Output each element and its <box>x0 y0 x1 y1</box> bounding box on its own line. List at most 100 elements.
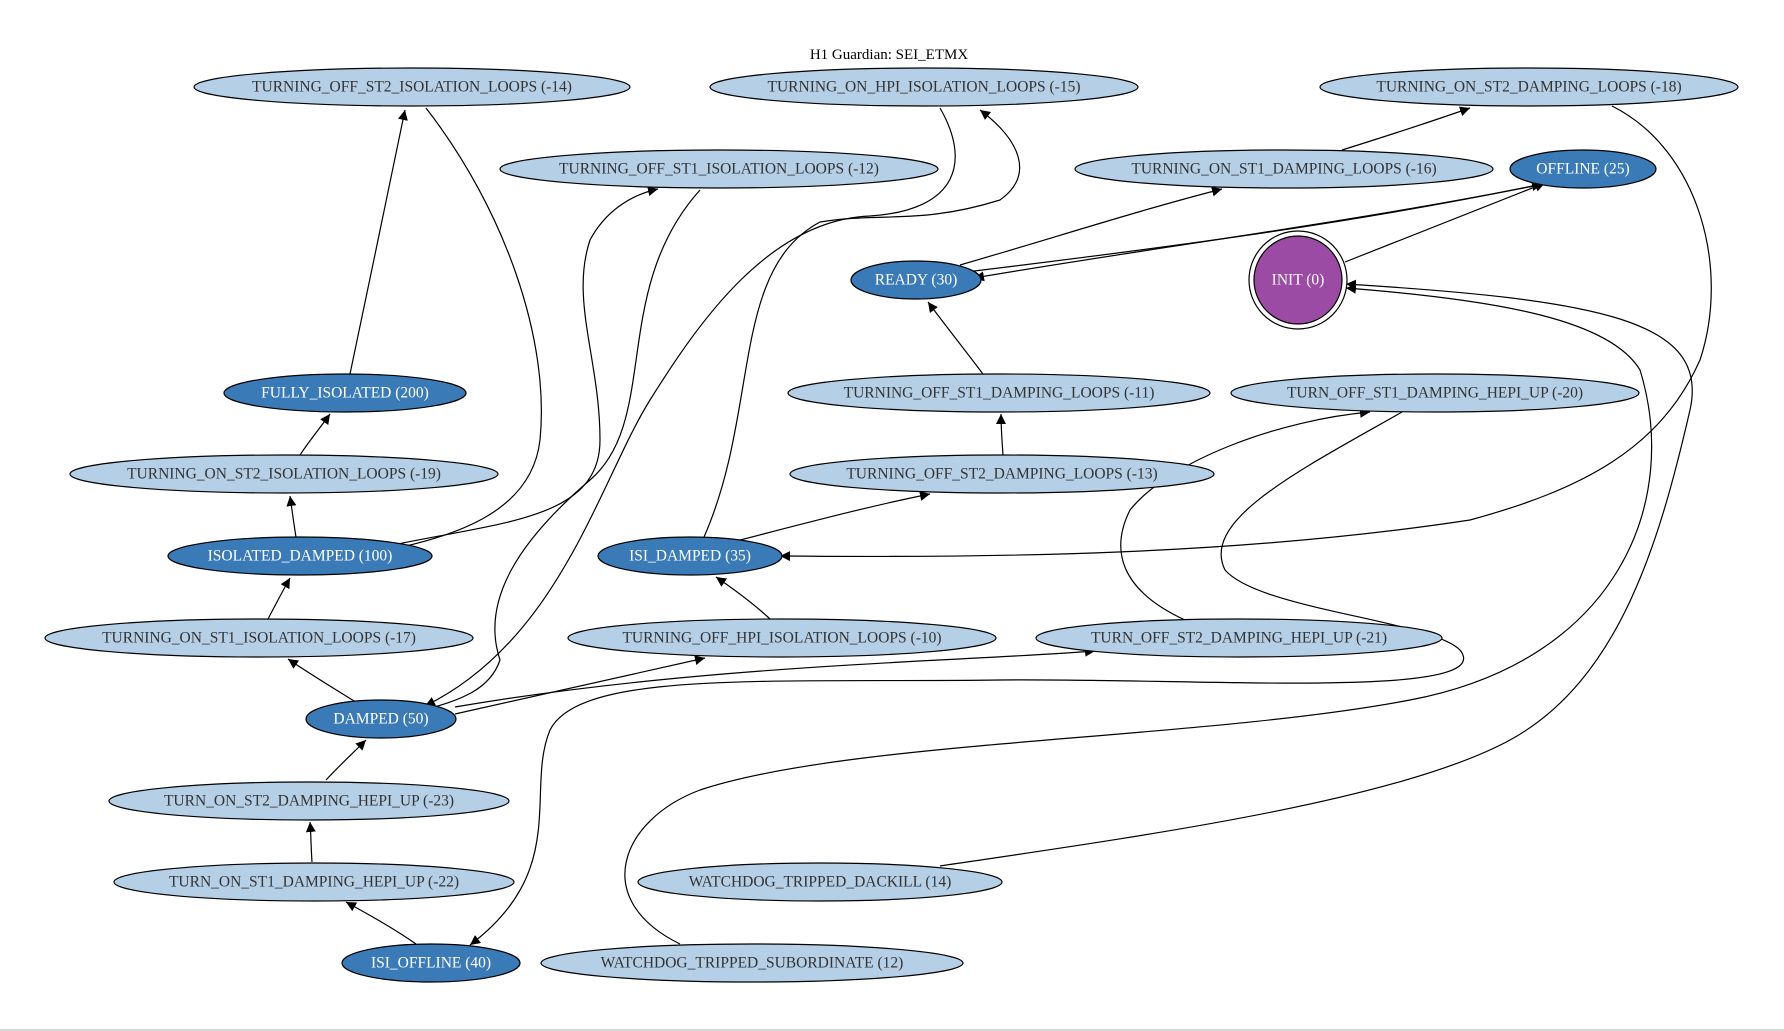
node-label: TURNING_ON_ST1_DAMPING_LOOPS (-16) <box>1131 161 1436 178</box>
node-shape <box>193 67 631 107</box>
node-turn-on-st1-damping-hepi-up[interactable]: TURN_ON_ST1_DAMPING_HEPI_UP (-22) <box>113 862 515 902</box>
node-shape <box>108 781 510 821</box>
node-shape <box>1509 149 1657 189</box>
node-shape <box>1074 149 1494 189</box>
edge-turning-on-st2-damping-loops-to-isi-damped <box>779 105 1712 562</box>
node-shape <box>167 536 433 576</box>
edge-turning-off-st1-isolation-loops-to-damped <box>423 189 701 713</box>
node-shape <box>223 373 467 413</box>
node-label: TURNING_OFF_ST2_ISOLATION_LOOPS (-14) <box>252 79 572 96</box>
node-shape <box>69 454 499 494</box>
edge-isi-offline-to-turn-on-st1-damping-hepi-up <box>345 901 417 945</box>
node-turning-off-st2-damping-loops[interactable]: TURNING_OFF_ST2_DAMPING_LOOPS (-13) <box>789 454 1215 494</box>
node-shape <box>787 373 1211 413</box>
node-shape <box>1230 373 1640 413</box>
edge-turning-off-st1-damping-loops-to-ready <box>927 301 984 375</box>
node-shape <box>305 699 457 739</box>
node-shape <box>1035 618 1443 658</box>
edge-turning-off-st2-isolation-loops-to-isolated-damped <box>387 107 542 553</box>
nodes-layer: TURNING_OFF_ST2_ISOLATION_LOOPS (-14) TUR… <box>44 67 1739 983</box>
edge-damped-to-turning-on-st1-isolation-loops <box>287 658 355 702</box>
node-label: TURNING_OFF_ST2_DAMPING_LOOPS (-13) <box>846 466 1157 483</box>
node-init[interactable]: INIT (0) <box>1248 230 1348 330</box>
edge-offline-to-ready <box>973 185 1535 282</box>
edge-ready-to-turning-on-st1-damping-loops <box>959 186 1223 266</box>
node-label: TURNING_ON_HPI_ISOLATION_LOOPS (-15) <box>768 79 1081 96</box>
node-label: READY (30) <box>875 272 958 289</box>
node-watchdog-tripped-subordinate[interactable]: WATCHDOG_TRIPPED_SUBORDINATE (12) <box>540 943 964 983</box>
node-label: TURN_ON_ST1_DAMPING_HEPI_UP (-22) <box>169 874 459 891</box>
node-turning-off-hpi-isolation-loops[interactable]: TURNING_OFF_HPI_ISOLATION_LOOPS (-10) <box>567 618 997 658</box>
node-isolated-damped[interactable]: ISOLATED_DAMPED (100) <box>167 536 433 576</box>
edge-turn-on-st1-damping-hepi-up-to-turn-on-st2-damping-hepi-up <box>305 821 316 863</box>
node-turning-on-st1-damping-loops[interactable]: TURNING_ON_ST1_DAMPING_LOOPS (-16) <box>1074 149 1494 189</box>
edge-isolated-damped-to-turning-on-st2-isolation-loops <box>286 495 297 538</box>
edge-fully-isolated-to-turning-off-st2-isolation-loops <box>349 109 408 375</box>
node-shape <box>597 536 783 576</box>
node-turning-on-st2-damping-loops[interactable]: TURNING_ON_ST2_DAMPING_LOOPS (-18) <box>1319 67 1739 107</box>
node-label: TURNING_ON_ST1_ISOLATION_LOOPS (-17) <box>102 630 416 647</box>
edge-turning-on-st1-isolation-loops-to-isolated-damped <box>267 577 291 620</box>
node-shape <box>1253 235 1343 325</box>
edge-turning-on-st1-damping-loops-to-turning-on-st2-damping-loops <box>1341 106 1471 151</box>
node-damped[interactable]: DAMPED (50) <box>305 699 457 739</box>
node-turning-on-st1-isolation-loops[interactable]: TURNING_ON_ST1_ISOLATION_LOOPS (-17) <box>44 618 474 658</box>
node-watchdog-tripped-dackill[interactable]: WATCHDOG_TRIPPED_DACKILL (14) <box>637 862 1003 902</box>
edge-turning-on-st2-isolation-loops-to-fully-isolated <box>299 413 331 456</box>
edge-watchdog-tripped-subordinate-to-init <box>624 283 1653 945</box>
node-shape <box>709 67 1139 107</box>
graph-title: H1 Guardian: SEI_ETMX <box>810 47 968 63</box>
node-turning-on-st2-isolation-loops[interactable]: TURNING_ON_ST2_ISOLATION_LOOPS (-19) <box>69 454 499 494</box>
node-shape <box>1319 67 1739 107</box>
node-shape <box>499 149 939 189</box>
node-label: INIT (0) <box>1272 272 1325 289</box>
node-label: WATCHDOG_TRIPPED_DACKILL (14) <box>689 874 951 891</box>
node-shape <box>567 618 997 658</box>
node-label: ISOLATED_DAMPED (100) <box>208 548 393 565</box>
node-shape <box>540 943 964 983</box>
node-turning-off-st1-damping-loops[interactable]: TURNING_OFF_ST1_DAMPING_LOOPS (-11) <box>787 373 1211 413</box>
edge-isi-damped-to-turning-on-hpi-isolation-loops <box>703 109 1021 538</box>
node-turning-on-hpi-isolation-loops[interactable]: TURNING_ON_HPI_ISOLATION_LOOPS (-15) <box>709 67 1139 107</box>
node-turning-off-st1-isolation-loops[interactable]: TURNING_OFF_ST1_ISOLATION_LOOPS (-12) <box>499 149 939 189</box>
node-label: TURNING_OFF_HPI_ISOLATION_LOOPS (-10) <box>622 630 941 647</box>
node-label: TURN_OFF_ST1_DAMPING_HEPI_UP (-20) <box>1287 385 1583 402</box>
node-turn-off-st1-damping-hepi-up[interactable]: TURN_OFF_ST1_DAMPING_HEPI_UP (-20) <box>1230 373 1640 413</box>
node-label: TURNING_ON_ST2_ISOLATION_LOOPS (-19) <box>127 466 441 483</box>
edge-watchdog-tripped-dackill-to-init <box>939 279 1693 867</box>
node-ready[interactable]: READY (30) <box>850 260 982 300</box>
node-label: ISI_DAMPED (35) <box>629 548 751 565</box>
edge-damped-to-turning-off-hpi-isolation-loops <box>454 655 706 715</box>
edge-isolated-damped-to-turning-off-st1-isolation-loops <box>387 186 659 547</box>
node-label: FULLY_ISOLATED (200) <box>261 385 429 402</box>
edge-damped-to-turn-off-st2-damping-hepi-up <box>454 646 1096 708</box>
node-label: TURNING_ON_ST2_DAMPING_LOOPS (-18) <box>1376 79 1681 96</box>
node-label: ISI_OFFLINE (40) <box>371 955 491 972</box>
node-label: DAMPED (50) <box>333 711 428 728</box>
node-shape <box>341 943 521 983</box>
node-shape <box>789 454 1215 494</box>
edge-turning-on-hpi-isolation-loops-to-damped <box>424 107 956 707</box>
node-turn-off-st2-damping-hepi-up[interactable]: TURN_OFF_ST2_DAMPING_HEPI_UP (-21) <box>1035 618 1443 658</box>
node-label: TURNING_OFF_ST1_DAMPING_LOOPS (-11) <box>844 385 1155 402</box>
node-isi-damped[interactable]: ISI_DAMPED (35) <box>597 536 783 576</box>
node-label: TURN_OFF_ST2_DAMPING_HEPI_UP (-21) <box>1091 630 1387 647</box>
edge-turning-off-hpi-isolation-loops-to-isi-damped <box>715 576 771 620</box>
edge-turning-off-st2-damping-loops-to-turning-off-st1-damping-loops <box>996 413 1007 456</box>
edge-turn-off-st1-damping-hepi-up-to-isi-offline <box>469 411 1464 946</box>
node-turn-on-st2-damping-hepi-up[interactable]: TURN_ON_ST2_DAMPING_HEPI_UP (-23) <box>108 781 510 821</box>
edges-layer <box>267 105 1712 946</box>
node-fully-isolated[interactable]: FULLY_ISOLATED (200) <box>223 373 467 413</box>
node-isi-offline[interactable]: ISI_OFFLINE (40) <box>341 943 521 983</box>
node-shape <box>637 862 1003 902</box>
node-label: TURNING_OFF_ST1_ISOLATION_LOOPS (-12) <box>559 161 879 178</box>
node-turning-off-st2-isolation-loops[interactable]: TURNING_OFF_ST2_ISOLATION_LOOPS (-14) <box>193 67 631 107</box>
edge-turn-on-st2-damping-hepi-up-to-damped <box>325 739 367 781</box>
node-shape <box>113 862 515 902</box>
node-label: WATCHDOG_TRIPPED_SUBORDINATE (12) <box>601 955 904 972</box>
node-label: TURN_ON_ST2_DAMPING_HEPI_UP (-23) <box>164 793 454 810</box>
edge-turn-off-st2-damping-hepi-up-to-turn-off-st1-damping-hepi-up <box>1120 407 1371 621</box>
node-offline[interactable]: OFFLINE (25) <box>1509 149 1657 189</box>
edge-isi-damped-to-turning-off-st2-damping-loops <box>739 491 931 541</box>
